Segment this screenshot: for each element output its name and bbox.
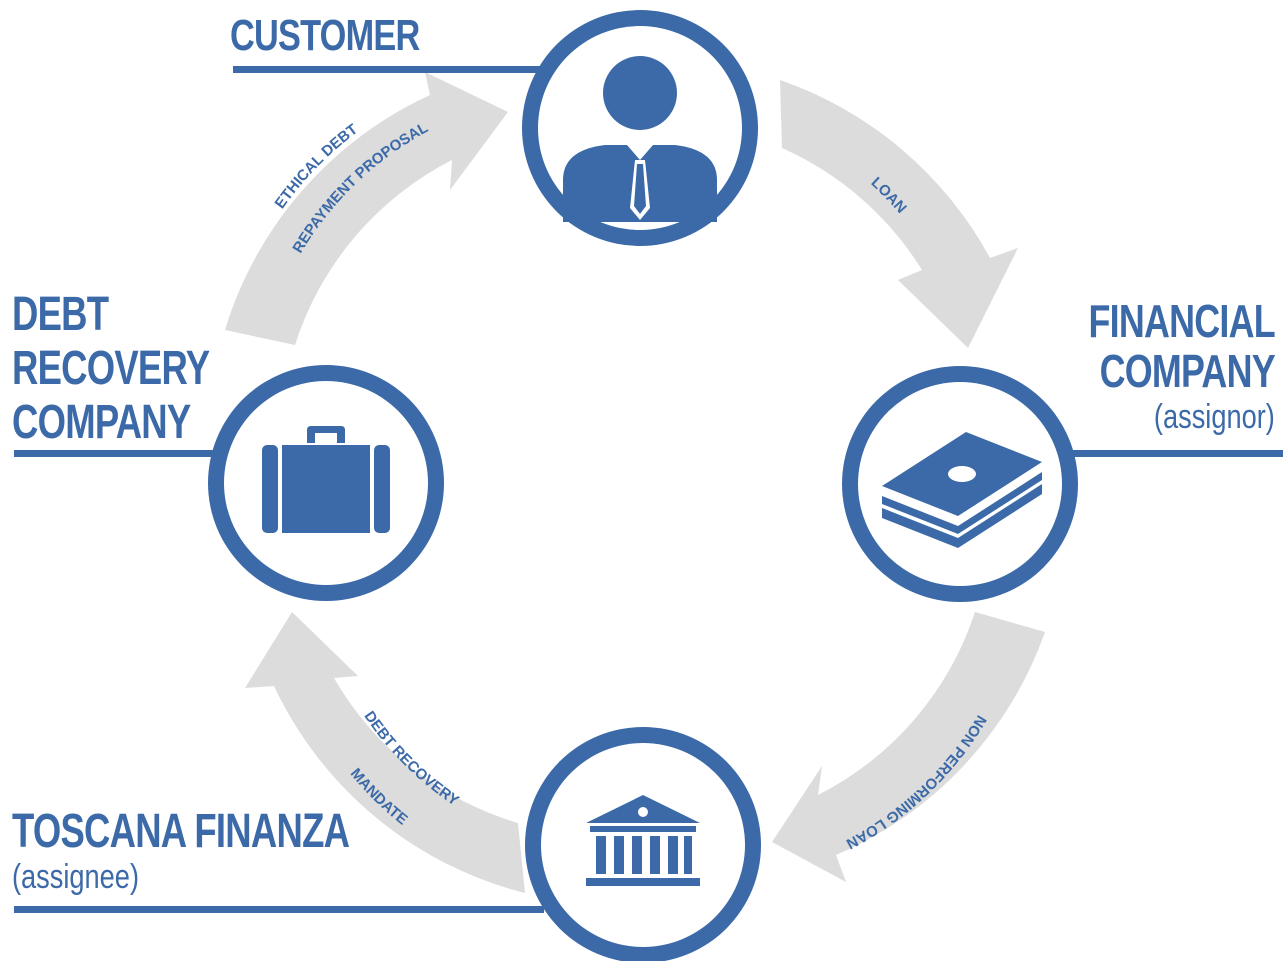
financial-company-title-2: COMPANY [1099,345,1276,397]
person-icon [563,56,717,222]
toscana-finanza-underline [14,906,544,913]
bank-icon [586,795,700,886]
toscana-finanza-title: TOSCANA FINANZA [12,805,350,858]
node-financial-company [842,366,1078,602]
toscana-finanza-label: TOSCANA FINANZA (assignee) [12,805,456,896]
node-customer [522,10,758,246]
debt-recovery-underline [14,450,214,457]
money-stack-icon [882,432,1042,548]
customer-label: CUSTOMER [230,14,420,58]
debt-recovery-company-label: DEBT RECOVERY COMPANY [12,288,210,449]
financial-company-underline [1073,450,1283,457]
toscana-finanza-sub: (assignee) [12,858,139,896]
arrow-debt-recovery-mandate [245,612,525,893]
financial-company-sub: (assignor) [1154,398,1275,436]
debt-recovery-title-2: RECOVERY [12,342,210,395]
financial-company-title-1: FINANCIAL [1088,295,1276,347]
debt-recovery-title-1: DEBT [12,288,109,341]
arrow-ethical-proposal [225,72,508,345]
customer-underline [233,66,545,73]
customer-title: CUSTOMER [230,11,420,60]
node-debt-recovery-company [208,365,444,601]
arrow-non-performing-loan [772,612,1045,882]
arrow-loan [780,80,1018,348]
node-toscana-finanza [525,727,761,961]
debt-recovery-title-3: COMPANY [12,396,191,449]
briefcase-icon [262,426,390,533]
financial-company-label: FINANCIAL COMPANY (assignor) [1036,295,1276,436]
